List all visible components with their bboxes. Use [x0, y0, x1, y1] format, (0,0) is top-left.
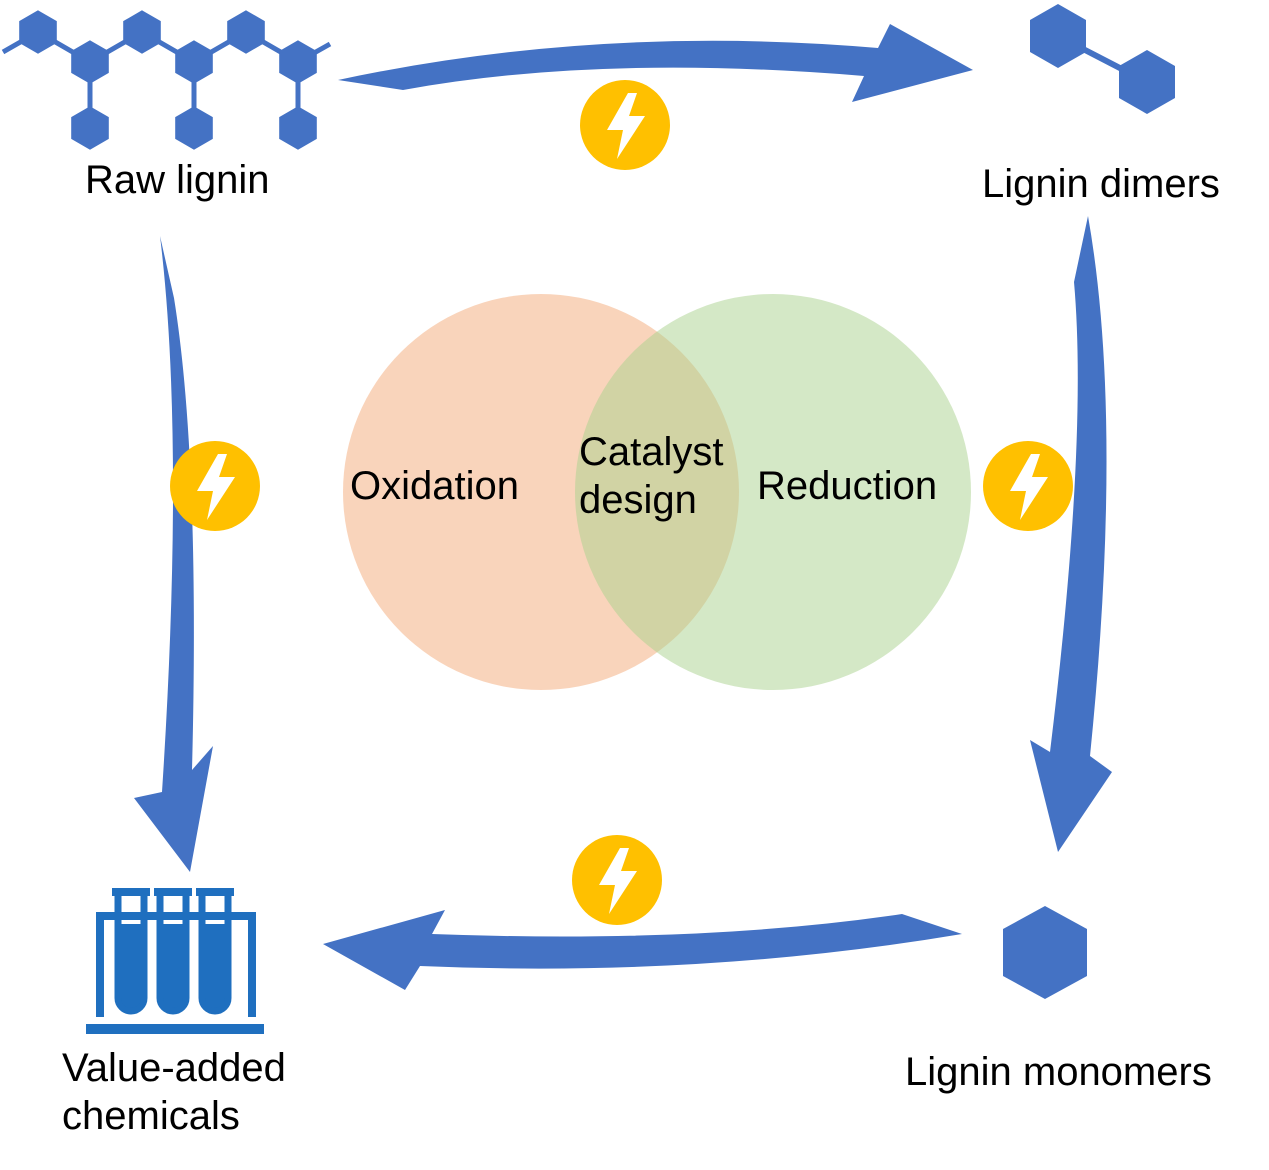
- lignin-monomers-label: Lignin monomers: [905, 1050, 1212, 1094]
- oxidation-label: Oxidation: [350, 464, 519, 508]
- lightning-icon: [170, 441, 260, 531]
- lignin-dimer-icon: [1030, 4, 1175, 114]
- arrow-raw-to-chemicals: [134, 236, 213, 872]
- catalyst-line-2: design: [579, 478, 697, 522]
- venn-diagram: [343, 294, 971, 690]
- reduction-circle: [575, 294, 971, 690]
- value-added-line-1: Value-added: [62, 1046, 286, 1090]
- arrow-monomers-to-chemicals: [323, 910, 962, 990]
- catalyst-design-label: Catalyst design: [579, 428, 724, 524]
- lignin-monomer-icon: [1003, 906, 1087, 999]
- arrow-dimers-to-monomers: [1030, 216, 1112, 852]
- catalyst-line-1: Catalyst: [579, 430, 724, 474]
- lignin-dimers-label: Lignin dimers: [982, 162, 1220, 206]
- lightning-icon: [983, 441, 1073, 531]
- reduction-label: Reduction: [757, 464, 938, 508]
- arrow-raw-to-dimers: [338, 24, 973, 102]
- lightning-icon: [572, 835, 662, 925]
- lignin-polymer-icon: [1, 10, 332, 150]
- raw-lignin-label: Raw lignin: [85, 158, 270, 202]
- arrows: [134, 24, 1112, 990]
- test-tubes-icon: [86, 888, 264, 1034]
- lightning-icon: [580, 80, 670, 170]
- value-added-line-2: chemicals: [62, 1094, 240, 1138]
- value-added-chemicals-label: Value-added chemicals: [62, 1044, 286, 1140]
